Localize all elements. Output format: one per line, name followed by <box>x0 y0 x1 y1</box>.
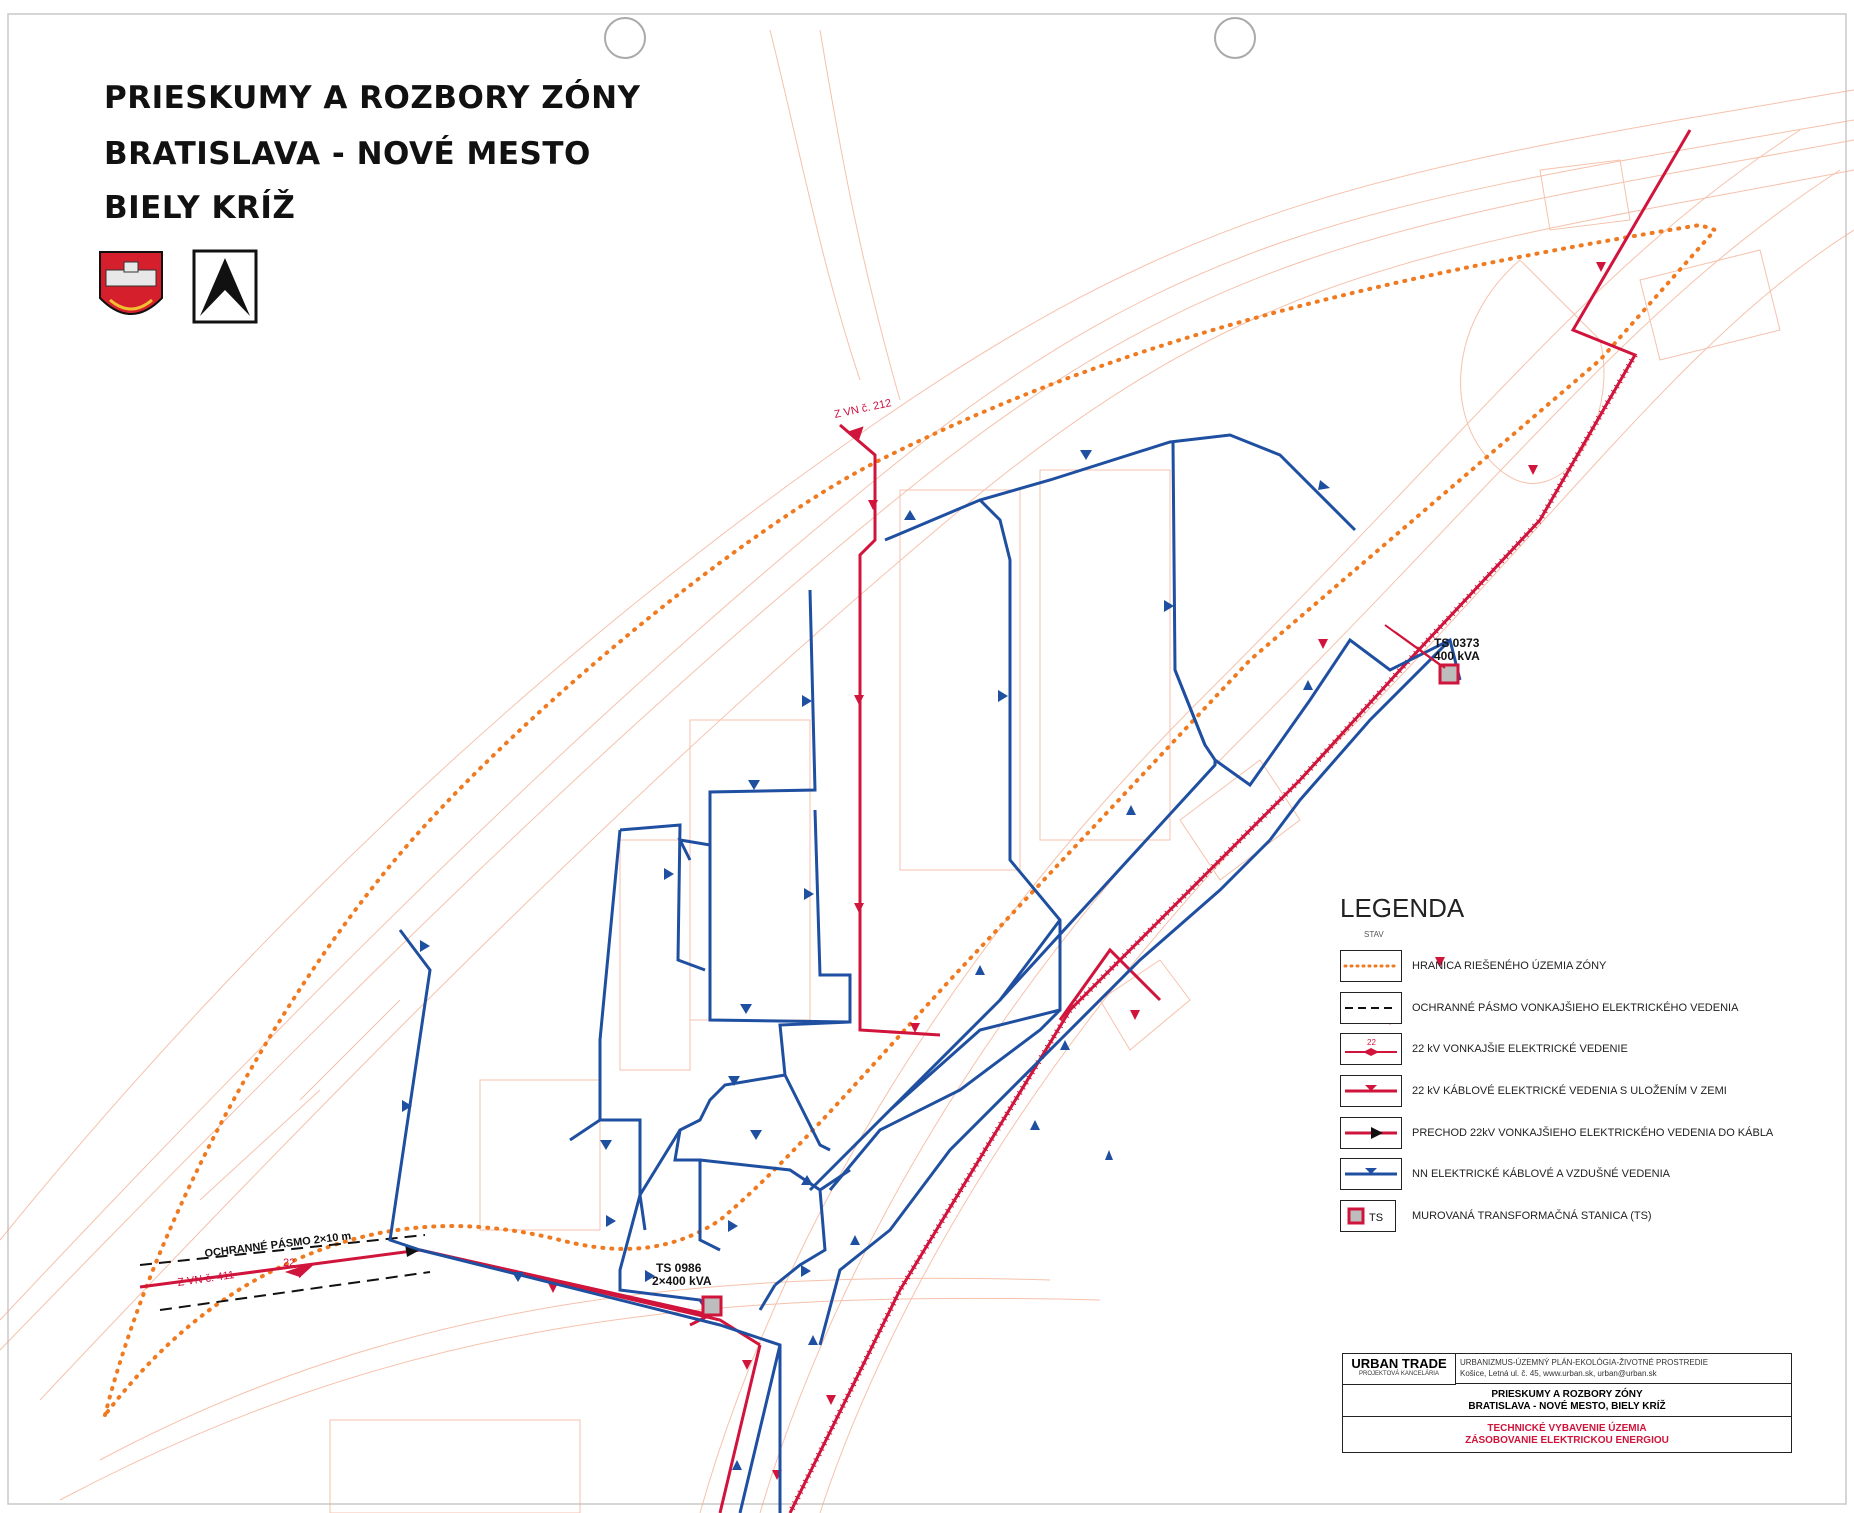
firm-description: URBANIZMUS-ÚZEMNÝ PLÁN-EKOLÓGIA-ŽIVOTNÉ … <box>1456 1354 1791 1384</box>
boundary-symbol <box>1340 950 1402 982</box>
protective-zone-label: OCHRANNÉ PÁSMO 2×10 m <box>204 1229 352 1260</box>
project-line-2: BRATISLAVA - NOVÉ MESTO, BIELY KRÍŽ <box>1468 1401 1666 1412</box>
punch-hole-right <box>1214 17 1256 59</box>
protective-zone <box>139 1234 431 1311</box>
legend-item-ts: TS MUROVANÁ TRANSFORMAČNÁ STANICA (TS) <box>1340 1200 1800 1236</box>
legend-label: PRECHOD 22kV VONKAJŠIEHO ELEKTRICKÉHO VE… <box>1412 1127 1774 1139</box>
sheet-line-1: TECHNICKÉ VYBAVENIE ÚZEMIA <box>1487 1423 1647 1434</box>
sheet-border <box>7 13 1847 1505</box>
title-line-1: PRIESKUMY A ROZBORY ZÓNY <box>104 80 641 116</box>
coat-of-arms-icon <box>99 251 163 315</box>
transition-symbol <box>1340 1117 1402 1149</box>
overhead-line-symbol: 22 <box>1340 1033 1402 1065</box>
voltage-symbol-label: 22 <box>1367 1038 1376 1047</box>
firm-subtitle: PROJEKTOVÁ KANCELÁRIA <box>1359 1371 1439 1377</box>
legend-item-protective-zone: OCHRANNÉ PÁSMO VONKAJŠIEHO ELEKTRICKÉHO … <box>1340 992 1800 1028</box>
legend-item-overhead-line: 22 22 kV VONKAJŠIE ELEKTRICKÉ VEDENIE <box>1340 1033 1800 1069</box>
legend-item-underground-cable: 22 kV KÁBLOVÉ ELEKTRICKÉ VEDENIA S ULOŽE… <box>1340 1075 1800 1111</box>
line-411-label: Z VN č. 411 <box>177 1269 235 1289</box>
legend-label: NN ELEKTRICKÉ KÁBLOVÉ A VZDUŠNÉ VEDENIA <box>1412 1168 1670 1180</box>
legend-label: 22 kV KÁBLOVÉ ELEKTRICKÉ VEDENIA S ULOŽE… <box>1412 1085 1727 1097</box>
firm-activities: URBANIZMUS-ÚZEMNÝ PLÁN-EKOLÓGIA-ŽIVOTNÉ … <box>1460 1358 1709 1367</box>
legend-title: LEGENDA <box>1340 893 1465 923</box>
hv-cable-ticks <box>787 353 1638 1513</box>
title-block: URBAN TRADE PROJEKTOVÁ KANCELÁRIA URBANI… <box>1342 1353 1792 1453</box>
sheet-name: TECHNICKÉ VYBAVENIE ÚZEMIA ZÁSOBOVANIE E… <box>1343 1418 1791 1452</box>
north-arrow-icon <box>192 249 258 324</box>
hv-lines <box>139 129 1692 1513</box>
legend-item-lv-lines: NN ELEKTRICKÉ KÁBLOVÉ A VZDUŠNÉ VEDENIA <box>1340 1158 1800 1194</box>
underground-cable-symbol <box>1340 1075 1402 1107</box>
legend-item-transition: PRECHOD 22kV VONKAJŠIEHO ELEKTRICKÉHO VE… <box>1340 1117 1800 1153</box>
legend-label: MUROVANÁ TRANSFORMAČNÁ STANICA (TS) <box>1412 1210 1652 1222</box>
ts-0373-name: TS 0373 <box>1434 636 1480 650</box>
title-line-2: BRATISLAVA - NOVÉ MESTO <box>104 136 591 172</box>
project-line-1: PRIESKUMY A ROZBORY ZÓNY <box>1491 1389 1643 1400</box>
punch-hole-left <box>604 17 646 59</box>
basemap <box>0 29 1854 1513</box>
firm-name: URBAN TRADE <box>1351 1356 1447 1371</box>
firm-box: URBAN TRADE PROJEKTOVÁ KANCELÁRIA <box>1343 1354 1456 1385</box>
ts-0986-power: 2×400 kVA <box>652 1274 712 1288</box>
zone-boundary <box>103 222 1719 1417</box>
legend-subtitle: STAV <box>1364 930 1384 939</box>
voltage-label: 22 <box>283 1257 295 1269</box>
ts-0373 <box>1384 624 1460 685</box>
project-name: PRIESKUMY A ROZBORY ZÓNY BRATISLAVA - NO… <box>1343 1385 1791 1417</box>
lv-line-symbol <box>1340 1158 1402 1190</box>
protective-zone-symbol <box>1340 992 1402 1024</box>
legend-label: HRANICA RIEŠENÉHO ÚZEMIA ZÓNY <box>1412 960 1607 972</box>
sheet-line-2: ZÁSOBOVANIE ELEKTRICKOU ENERGIOU <box>1465 1435 1669 1446</box>
ts-0373-power: 400 kVA <box>1434 649 1480 663</box>
lv-markers <box>402 450 1330 1470</box>
overhead-line-symbol <box>284 426 864 1279</box>
legend-label: OCHRANNÉ PÁSMO VONKAJŠIEHO ELEKTRICKÉHO … <box>1412 1002 1739 1014</box>
lv-lines <box>388 433 1462 1513</box>
ts-symbol-label: TS <box>1369 1212 1383 1224</box>
legend-label: 22 kV VONKAJŠIE ELEKTRICKÉ VEDENIE <box>1412 1043 1628 1055</box>
ts-0986 <box>701 1295 723 1317</box>
firm-address: Košice, Letná ul. č. 45, www.urban.sk, u… <box>1460 1369 1657 1378</box>
ts-symbol: TS <box>1340 1200 1396 1232</box>
ts-0986-name: TS 0986 <box>656 1261 702 1275</box>
legend-item-boundary: HRANICA RIEŠENÉHO ÚZEMIA ZÓNY <box>1340 950 1800 986</box>
title-line-3: BIELY KRÍŽ <box>104 190 296 226</box>
